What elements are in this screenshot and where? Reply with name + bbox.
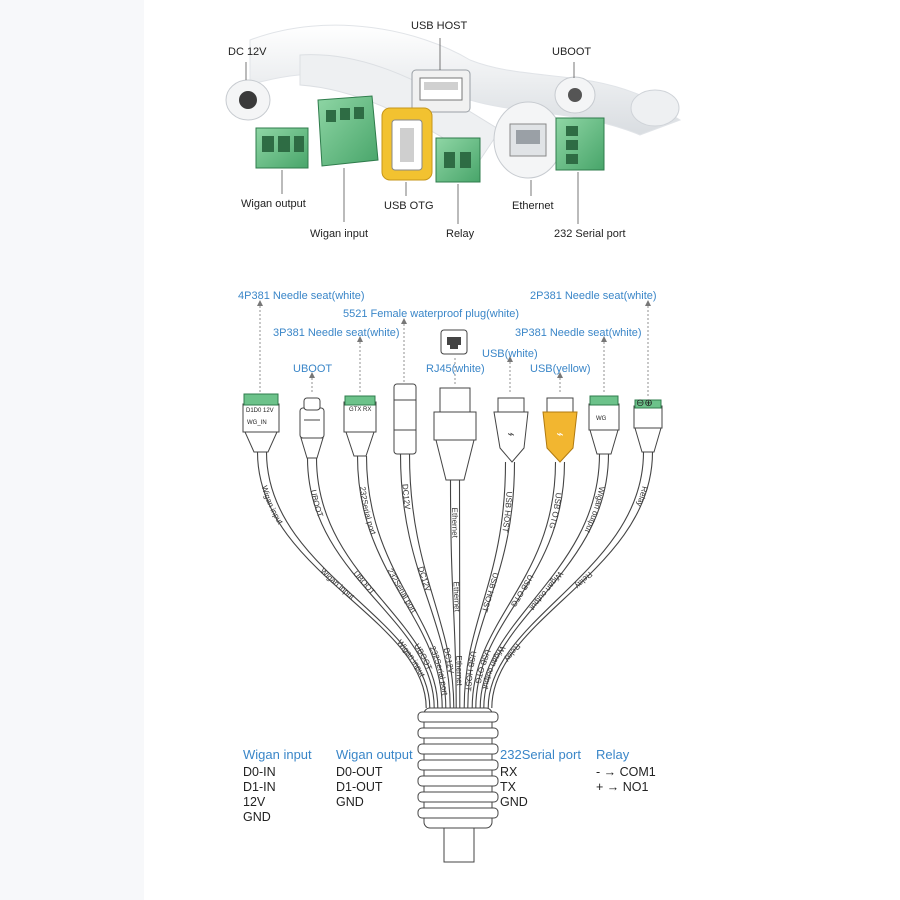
label-usb-yellow: USB(yellow) [530, 363, 591, 375]
cable-label: Wigan input [318, 567, 356, 602]
pinout-wigan-input-title: Wigan input [243, 747, 312, 762]
pinout-wigan-input-row: GND [243, 810, 271, 824]
face-wiegand-out: WG [596, 416, 607, 422]
pinout-serial-row: GND [500, 795, 528, 809]
label-2p381: 2P381 Needle seat(white) [530, 290, 657, 302]
cable-label: DC12V [416, 565, 433, 593]
cable-label: DC12V [401, 484, 412, 511]
pinout-serial-row: RX [500, 765, 518, 779]
cable-photo-illustration [225, 24, 682, 224]
connector-usb-host: ⌁ [493, 397, 529, 463]
pinout-wigan-output-row: D1-OUT [336, 780, 383, 794]
label-usb-white: USB(white) [482, 348, 538, 360]
connector-dc12v [393, 383, 417, 455]
cable-label: 232Serial port [385, 567, 418, 615]
label-3p381-left: 3P381 Needle seat(white) [273, 327, 400, 339]
connector-wigan-input [242, 393, 280, 453]
connector-wigan-output [588, 395, 620, 455]
ethernet-connector [493, 101, 563, 179]
cable-bundle-grip [417, 707, 499, 863]
serial-terminal [555, 117, 605, 171]
cable-label: Ethernet [450, 507, 459, 538]
pinout-serial-row: TX [500, 780, 516, 794]
label-4p381: 4P381 Needle seat(white) [238, 290, 365, 302]
svg-text:⌁: ⌁ [507, 427, 514, 441]
pinout-wigan-output-title: Wigan output [336, 747, 413, 762]
connector-usb-otg: ⌁ [542, 397, 578, 463]
left-margin [0, 0, 144, 900]
pinout-serial-title: 232Serial port [500, 747, 581, 762]
label-3p381-right: 3P381 Needle seat(white) [515, 327, 642, 339]
svg-text:⌁: ⌁ [556, 427, 563, 441]
rj45-icon [440, 329, 468, 355]
pinout-relay-row: + → NO1 [596, 780, 649, 794]
label-rj45: RJ45(white) [426, 363, 485, 375]
label-ethernet-photo: Ethernet [512, 200, 554, 212]
cable-label: Relay [635, 485, 650, 508]
connector-uboot [299, 397, 325, 459]
connector-relay [633, 399, 663, 453]
cable-label: USB HOST [463, 650, 477, 692]
label-serial-photo: 232 Serial port [554, 228, 626, 240]
pinout-wigan-output-row: GND [336, 795, 364, 809]
face-relay-pins: ⊖⊕ [636, 398, 653, 409]
label-wigan-output-photo: Wigan output [241, 198, 306, 210]
label-5521: 5521 Female waterproof plug(white) [343, 308, 520, 320]
cable-label: Ethernet [454, 655, 464, 686]
pinout-relay-row: - → COM1 [596, 765, 656, 779]
pinout-wigan-output-row: D0-OUT [336, 765, 383, 779]
cable-label: USB OTG [547, 492, 563, 529]
pinout-relay-title: Relay [596, 747, 630, 762]
label-usb-host: USB HOST [411, 20, 468, 32]
pinout-wigan-input-row: D1-IN [243, 780, 276, 794]
cable-label: USB HOST [480, 571, 500, 613]
label-uboot: UBOOT [293, 363, 333, 375]
cable-label: UBOOT [351, 569, 377, 596]
relay-terminal [435, 137, 481, 183]
cable-label: Ethernet [452, 581, 462, 612]
label-usb-otg-photo: USB OTG [384, 200, 434, 212]
cable-label: Wigan output [527, 570, 564, 613]
label-uboot-photo: UBOOT [552, 46, 592, 58]
cable-label: 232Serial port [358, 486, 378, 537]
label-dc12v: DC 12V [228, 46, 267, 58]
usb-otg-connector [381, 107, 433, 181]
connector-rj45 [433, 387, 477, 481]
wigan-input-terminal [317, 95, 379, 167]
label-relay-photo: Relay [446, 228, 475, 240]
face-serial: GTX RX [349, 407, 372, 413]
wigan-output-terminal [255, 127, 309, 169]
pinout-wigan-input-row: D0-IN [243, 765, 276, 779]
face-wiegand-in: WG_IN [247, 420, 267, 426]
label-wigan-input-photo: Wigan input [310, 228, 369, 240]
pinout-wigan-input-row: 12V [243, 795, 266, 809]
face-pins-4: D1D0 12V [246, 408, 274, 414]
connector-serial [343, 395, 377, 457]
